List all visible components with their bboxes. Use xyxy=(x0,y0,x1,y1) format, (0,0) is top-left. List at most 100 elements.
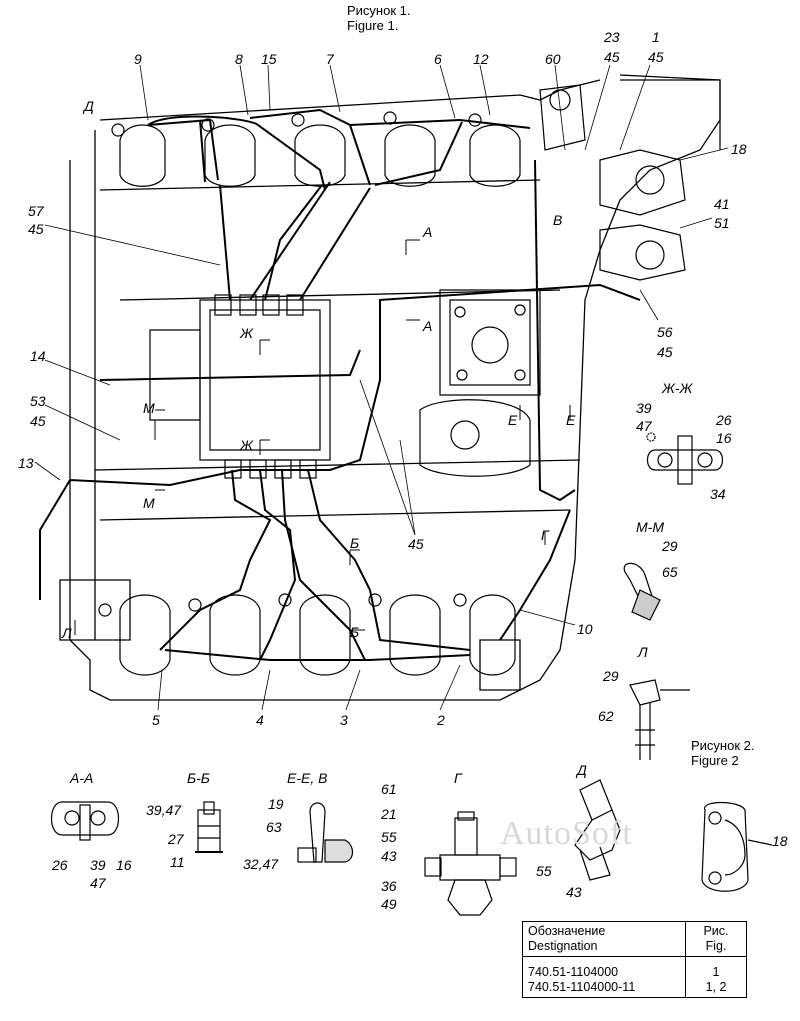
table-row: 740.51-1104000 740.51-1104000-11 1 1, 2 xyxy=(522,956,747,998)
view-aa-drawing xyxy=(50,801,120,841)
view-aa-39: 39 xyxy=(90,857,106,873)
figure1-title-en: Figure 1. xyxy=(347,18,399,33)
section-mark-e-right: Е xyxy=(566,412,576,428)
view-aa-47: 47 xyxy=(90,875,106,891)
view-g-21: 21 xyxy=(381,806,397,822)
fuel-return-line xyxy=(39,159,641,641)
section-mark-l: Л xyxy=(62,625,72,641)
view-d-43: 43 xyxy=(566,884,582,900)
callout-45-53: 45 xyxy=(30,413,46,429)
header-designation: Обозначение Destignation xyxy=(522,921,686,957)
view-eev-3247: 32,47 xyxy=(243,856,279,872)
section-mark-e-left: Е xyxy=(508,412,518,428)
view-l-drawing xyxy=(629,679,690,760)
view-bb-title: Б-Б xyxy=(187,770,210,786)
section-mark-b-bottom: Б xyxy=(350,624,360,640)
callout-41: 41 xyxy=(714,196,730,212)
callout-3: 3 xyxy=(340,712,348,728)
view-mm-29: 29 xyxy=(662,538,678,554)
view-zhzh-47: 47 xyxy=(636,418,652,434)
view-eev-19: 19 xyxy=(268,796,284,812)
callout-13: 13 xyxy=(18,455,34,471)
watermark: AutoSoft xyxy=(500,815,633,852)
view-l-29: 29 xyxy=(603,668,619,684)
view-mm-drawing xyxy=(623,562,661,621)
view-g-55: 55 xyxy=(381,829,397,845)
view-zhzh-39: 39 xyxy=(636,400,652,416)
leader-lines xyxy=(34,64,729,711)
section-mark-zh-top: Ж xyxy=(240,325,253,341)
view-aa-16: 16 xyxy=(116,857,132,873)
section-mark-m-top: М xyxy=(143,400,155,416)
section-mark-d: Д xyxy=(84,98,94,114)
view-zhzh-drawing xyxy=(646,432,724,485)
section-mark-g: Г xyxy=(541,527,549,543)
callout-45-top-a: 45 xyxy=(604,49,620,65)
view-zhzh-title: Ж-Ж xyxy=(662,380,693,396)
view-bb-27: 27 xyxy=(168,831,184,847)
view-bb-11: 11 xyxy=(170,854,185,870)
view-g-drawing xyxy=(424,811,517,916)
view-l-title: Л xyxy=(638,644,648,660)
section-mark-m-bottom: М xyxy=(143,495,155,511)
engine-block xyxy=(59,74,721,701)
callout-4: 4 xyxy=(256,712,264,728)
callout-7: 7 xyxy=(326,51,334,67)
designation-table: Обозначение Destignation Рис. Fig. 740.5… xyxy=(522,921,747,998)
callout-5: 5 xyxy=(152,712,160,728)
callout-9: 9 xyxy=(134,51,142,67)
view-d-drawing xyxy=(574,779,621,881)
row1-designation: 740.51-1104000 xyxy=(528,965,619,979)
view-bb-3947: 39,47 xyxy=(146,802,182,818)
fuel-pump xyxy=(149,289,541,477)
callout-56: 56 xyxy=(657,324,673,340)
figure2-title-ru: Рисунок 2. xyxy=(691,738,755,753)
view-g-title: Г xyxy=(454,770,462,786)
callout-12: 12 xyxy=(473,51,489,67)
callout-45-left: 45 xyxy=(28,221,44,237)
view-d-55: 55 xyxy=(536,863,552,879)
cylinder-heads-top xyxy=(111,111,521,187)
section-mark-v: В xyxy=(553,212,563,228)
view-aa-26: 26 xyxy=(52,857,68,873)
view-g-36: 36 xyxy=(381,878,397,894)
header-fig-en: Fig. xyxy=(705,939,727,953)
view-eev-drawing xyxy=(297,802,354,863)
section-mark-a-top: А xyxy=(423,224,433,240)
section-mark-a-bottom: А xyxy=(423,318,433,334)
callout-14: 14 xyxy=(30,348,46,364)
callout-15: 15 xyxy=(261,51,277,67)
fig2-drawing xyxy=(701,801,773,892)
view-g-49: 49 xyxy=(381,896,397,912)
header-fig-ru: Рис. xyxy=(703,924,729,938)
callout-1: 1 xyxy=(652,29,660,45)
table-cell-designation: 740.51-1104000 740.51-1104000-11 xyxy=(522,956,686,998)
callout-10: 10 xyxy=(577,621,593,637)
table-cell-fig: 1 1, 2 xyxy=(685,956,747,998)
view-g-61: 61 xyxy=(381,781,397,797)
callout-53: 53 xyxy=(30,393,46,409)
figure1-title: Рисунок 1. Figure 1. xyxy=(347,3,410,33)
row2-designation: 740.51-1104000-11 xyxy=(528,980,636,994)
view-zhzh-34: 34 xyxy=(710,486,726,502)
figure1-title-ru: Рисунок 1. xyxy=(347,3,411,18)
section-mark-zh-bottom: Ж xyxy=(240,437,253,453)
view-aa-title: А-А xyxy=(70,770,94,786)
view-bb-drawing xyxy=(195,801,223,853)
callout-45-mid: 45 xyxy=(408,536,424,552)
callout-45-right: 45 xyxy=(657,344,673,360)
view-zhzh-26: 26 xyxy=(716,412,732,428)
cylinder-heads-bottom xyxy=(98,593,516,676)
callout-18: 18 xyxy=(731,141,747,157)
callout-6: 6 xyxy=(434,51,442,67)
view-g-43: 43 xyxy=(381,848,397,864)
hp-lines-top xyxy=(147,108,531,301)
fig2-callout-18: 18 xyxy=(772,833,788,849)
view-mm-65: 65 xyxy=(662,564,678,580)
view-l-62: 62 xyxy=(598,708,614,724)
row1-fig: 1 xyxy=(712,965,720,979)
pump-ports xyxy=(214,294,317,479)
figure2-title: Рисунок 2. Figure 2 xyxy=(691,738,754,768)
